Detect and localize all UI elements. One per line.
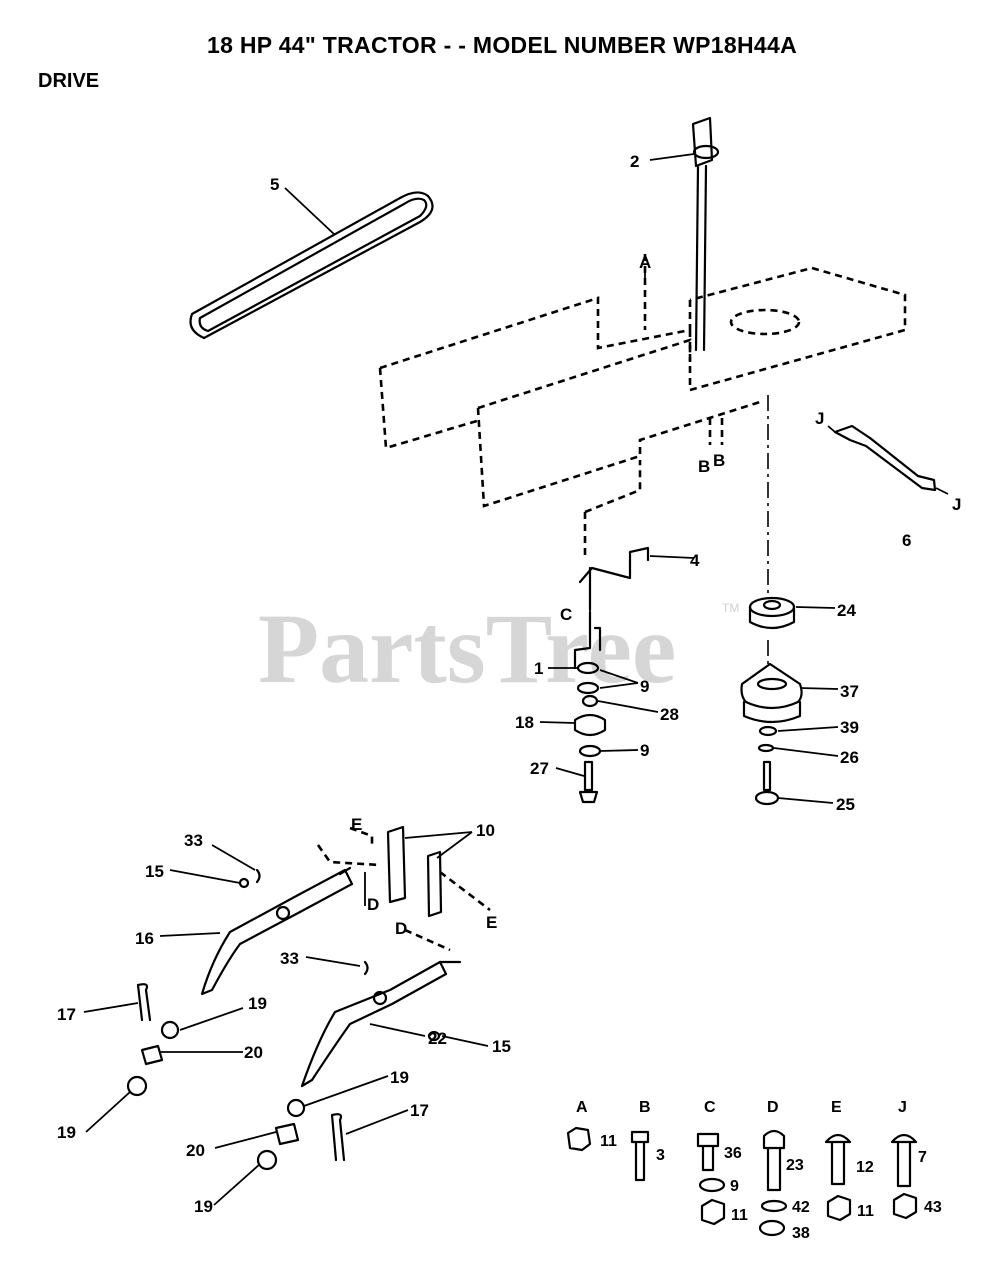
key-bolt-C: [696, 1132, 720, 1172]
callout-37: 37: [840, 682, 859, 701]
key-J-item-2: 43: [924, 1199, 942, 1216]
key-washer-D: [760, 1199, 788, 1213]
key-E-item-2: 11: [857, 1203, 874, 1220]
callout-J-1: J: [815, 409, 824, 428]
key-D-item-3: 38: [792, 1225, 810, 1242]
callout-C: C: [560, 605, 572, 624]
callout-20-b: 20: [186, 1141, 205, 1160]
callout-33-b: 33: [280, 949, 299, 968]
callout-2: 2: [630, 152, 639, 171]
callout-17-b: 17: [410, 1101, 429, 1120]
watermark-tm: TM: [722, 601, 739, 615]
callout-26: 26: [840, 748, 859, 767]
callout-15-b: 15: [492, 1037, 511, 1056]
callout-E-2: E: [486, 913, 497, 932]
callout-10: 10: [476, 821, 495, 840]
bracket-rod: [691, 116, 720, 352]
key-bolt-J: [890, 1133, 918, 1188]
key-D-item-2: 42: [792, 1199, 810, 1216]
key-C-item-1: 36: [724, 1145, 742, 1162]
callout-19-c: 19: [57, 1123, 76, 1142]
callout-B-2: B: [713, 451, 725, 470]
callout-17-a: 17: [57, 1005, 76, 1024]
small-hardware: [238, 868, 441, 1042]
callout-33-a: 33: [184, 831, 203, 850]
callout-15-a: 15: [145, 862, 164, 881]
key-letter-A: A: [576, 1099, 588, 1116]
clutch-pulley-stack: [740, 596, 803, 806]
key-nut-A: [566, 1126, 592, 1152]
callout-27: 27: [530, 759, 549, 778]
callout-6: 6: [902, 531, 911, 550]
callout-19-b: 19: [390, 1068, 409, 1087]
nuts-and-ferrules: [126, 1020, 306, 1171]
section-label: DRIVE: [38, 70, 100, 92]
brackets-10: [316, 825, 491, 918]
idler-pulley-stack: [573, 661, 607, 804]
key-nut-C: [700, 1198, 726, 1226]
tractor-frame: [378, 254, 907, 560]
callout-B-1: B: [698, 457, 710, 476]
key-letter-C: C: [704, 1099, 716, 1116]
key-D-item-1: 23: [786, 1157, 804, 1174]
callout-39: 39: [840, 718, 859, 737]
callout-E-1: E: [351, 815, 362, 834]
callout-A: A: [639, 253, 651, 272]
key-letter-E: E: [831, 1099, 842, 1116]
callout-labels: 2 5 A B B J J 6 4 C 24 1 9 37 28 18 39 9…: [57, 152, 961, 1216]
callout-28: 28: [660, 705, 679, 724]
key-nut-E: [826, 1194, 852, 1222]
callout-5: 5: [270, 175, 279, 194]
shift-arm-22: [300, 928, 462, 1088]
key-screw-B: [630, 1130, 650, 1182]
callout-9-a: 9: [640, 677, 649, 696]
callout-9-b: 9: [640, 741, 649, 760]
hairpin-clips: [136, 983, 346, 1162]
key-J-item-1: 7: [918, 1149, 927, 1166]
watermark-text: PartsTree: [258, 593, 676, 704]
key-C-item-2: 9: [730, 1178, 739, 1195]
linkage-1: [573, 610, 602, 670]
callout-19-d: 19: [194, 1197, 213, 1216]
callout-18: 18: [515, 713, 534, 732]
key-bolt-E: [824, 1133, 852, 1186]
callout-1: 1: [534, 659, 543, 678]
key-letter-J: J: [898, 1099, 907, 1116]
key-washer-C: [698, 1177, 726, 1193]
key-nut-J: [892, 1192, 918, 1220]
callout-D-2: D: [395, 919, 407, 938]
key-E-item-1: 12: [856, 1159, 874, 1176]
key-letter-B: B: [639, 1099, 651, 1116]
leader-lines: [83, 153, 839, 1206]
callout-22: 22: [428, 1029, 447, 1048]
callout-19-a: 19: [248, 994, 267, 1013]
callout-4: 4: [690, 551, 700, 570]
callout-20-a: 20: [244, 1043, 263, 1062]
hardware-key: A B C D E J 11 3 36 9 11 23 42 38 12 11 …: [566, 1099, 942, 1242]
shift-rod: [827, 424, 949, 495]
key-A-item-1: 11: [600, 1133, 617, 1150]
callout-25: 25: [836, 795, 855, 814]
callout-24: 24: [837, 601, 856, 620]
key-C-item-3: 11: [731, 1207, 748, 1224]
page-title: 18 HP 44" TRACTOR - - MODEL NUMBER WP18H…: [207, 32, 797, 58]
key-bolt-D: [762, 1129, 786, 1192]
key-B-item-1: 3: [656, 1147, 665, 1164]
callout-16: 16: [135, 929, 154, 948]
key-lockwasher-D: [758, 1219, 786, 1237]
callout-J-2: J: [952, 495, 961, 514]
shift-arm-16: [200, 866, 354, 996]
drive-belt: [189, 191, 434, 340]
callout-D-1: D: [367, 895, 379, 914]
key-letter-D: D: [767, 1099, 779, 1116]
linkage-4: [578, 546, 650, 612]
